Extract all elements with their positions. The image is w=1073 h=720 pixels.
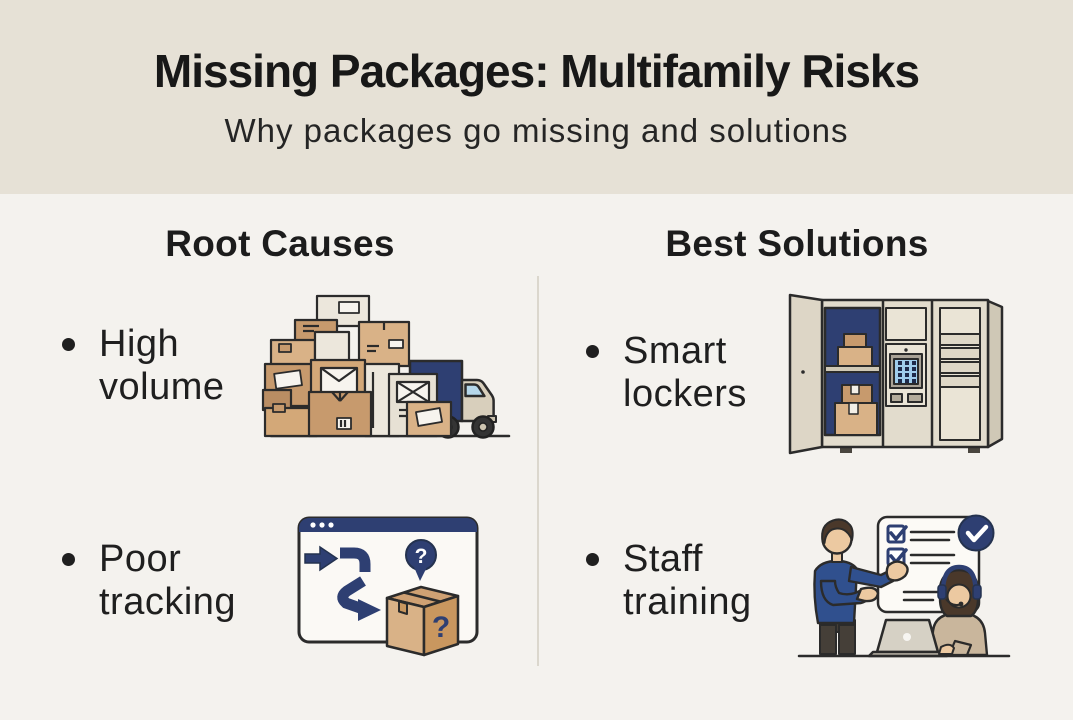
bullet-label: Smart lockers bbox=[623, 330, 747, 415]
staff-training-icon bbox=[797, 514, 1011, 658]
keypad bbox=[898, 361, 916, 383]
window-dot bbox=[328, 522, 334, 528]
column-divider bbox=[537, 276, 539, 666]
question-mark: ? bbox=[415, 545, 428, 568]
page-title: Missing Packages: Multifamily Risks bbox=[153, 45, 920, 97]
package-pile-delivery-truck-icon bbox=[261, 294, 511, 439]
locker-foot bbox=[968, 447, 980, 453]
package-tracking-window-icon: ? ? bbox=[297, 516, 479, 657]
route-zigzag bbox=[340, 547, 371, 572]
window-title-bar bbox=[299, 518, 477, 532]
page-subtitle: Why packages go missing and solutions bbox=[224, 112, 849, 149]
bullet-dot bbox=[586, 553, 599, 566]
bullet-dot bbox=[62, 553, 75, 566]
window-dot bbox=[310, 522, 316, 528]
question-mark: ? bbox=[432, 611, 450, 644]
window-dot bbox=[319, 522, 325, 528]
root-causes-heading: Root Causes bbox=[165, 223, 395, 264]
bullet-label: High volume bbox=[99, 323, 225, 408]
bullet-item-staff-training: Staff training bbox=[586, 538, 752, 624]
mystery-box bbox=[385, 585, 460, 657]
check-badge bbox=[957, 514, 995, 552]
bullet-dot bbox=[62, 338, 75, 351]
bullet-item-high-volume: High volume bbox=[62, 323, 225, 409]
header-band: Missing Packages: Multifamily Risks Why … bbox=[0, 0, 1073, 194]
bullet-label: Staff training bbox=[623, 538, 752, 623]
best-solutions-heading: Best Solutions bbox=[665, 223, 929, 264]
locker-foot bbox=[840, 447, 852, 453]
route-arrow bbox=[304, 545, 339, 572]
checklist-lines bbox=[902, 530, 956, 602]
door-handle bbox=[801, 370, 805, 374]
bullet-item-smart-lockers: Smart lockers bbox=[586, 330, 747, 416]
smart-locker-icon bbox=[788, 293, 1004, 455]
bullet-item-poor-tracking: Poor tracking bbox=[62, 538, 236, 624]
laptop bbox=[867, 618, 955, 658]
trainer bbox=[813, 518, 909, 655]
bullet-dot bbox=[586, 345, 599, 358]
bullet-label: Poor tracking bbox=[99, 538, 237, 623]
